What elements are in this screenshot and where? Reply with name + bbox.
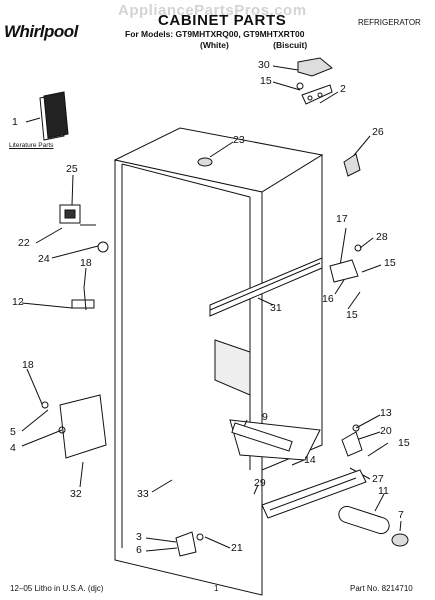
callout-31: 31	[270, 302, 282, 314]
callout-15c: 15	[346, 309, 358, 321]
callout-18a: 18	[80, 257, 92, 269]
callout-7: 7	[398, 509, 404, 521]
callout-32: 32	[70, 488, 82, 500]
front-leg-3	[175, 531, 204, 557]
center-hinge-16	[329, 259, 359, 283]
bottom-bracket-32	[41, 394, 107, 459]
brand-logo: Whirlpool	[4, 22, 78, 41]
callout-28: 28	[376, 231, 388, 243]
callout-9: 9	[262, 411, 268, 423]
callout-26: 26	[372, 126, 384, 138]
hinge-cover-30	[297, 57, 333, 77]
top-hinge-2	[301, 84, 333, 105]
callout-21: 21	[231, 542, 243, 554]
color-white: (White)	[200, 40, 229, 50]
callout-5: 5	[10, 426, 16, 438]
watermark: AppliancePartsPros.com	[118, 2, 307, 19]
callout-27: 27	[372, 473, 384, 485]
leveling-leg-9	[231, 422, 293, 452]
callout-25: 25	[66, 163, 78, 175]
callout-24: 24	[38, 253, 50, 265]
hinge-screw-15	[296, 82, 304, 90]
callout-20: 20	[380, 425, 392, 437]
model-numbers: For Models: GT9MHTXRQ00, GT9MHTXRT00	[125, 29, 305, 39]
callout-29: 29	[254, 477, 266, 489]
callout-15a: 15	[260, 75, 272, 87]
footer-page-number: 1	[214, 584, 219, 593]
callout-18b: 18	[22, 359, 34, 371]
bottom-hinge-20	[341, 431, 363, 457]
callout-22: 22	[18, 237, 30, 249]
cap-7	[391, 533, 409, 547]
model-colors: (White) (Biscuit)	[200, 40, 349, 50]
page-title: CABINET PARTS	[158, 12, 287, 29]
callout-15b: 15	[384, 257, 396, 269]
color-biscuit: (Biscuit)	[273, 40, 308, 50]
hinge-pin-cover-23	[197, 157, 213, 167]
callout-12: 12	[12, 296, 24, 308]
callout-17: 17	[336, 213, 348, 225]
callout-23: 23	[233, 134, 245, 146]
roller-11	[338, 505, 390, 535]
callout-1: 1	[12, 116, 18, 128]
callout-33: 33	[137, 488, 149, 500]
callout-30: 30	[258, 59, 270, 71]
cabinet	[113, 127, 324, 596]
door-stop-12	[71, 287, 95, 311]
category-label: REFRIGERATOR	[358, 18, 421, 27]
toe-grille-27	[261, 469, 367, 519]
handle-mount-25	[59, 204, 96, 226]
callout-4: 4	[10, 442, 16, 454]
callout-14: 14	[304, 454, 316, 466]
callout-2: 2	[340, 83, 346, 95]
literature-booklet	[39, 91, 69, 141]
callout-15d: 15	[398, 437, 410, 449]
callout-13: 13	[380, 407, 392, 419]
callout-16: 16	[322, 293, 334, 305]
callout-3: 3	[136, 531, 142, 543]
washer-28	[354, 244, 362, 252]
washer-24	[97, 241, 109, 253]
washer-13	[352, 424, 360, 432]
footer-litho: 12–05 Litho in U.S.A. (djc)	[10, 584, 104, 593]
literature-parts-label: Literature Parts	[9, 142, 54, 149]
callout-6: 6	[136, 544, 142, 556]
callout-11: 11	[378, 485, 389, 497]
hinge-hole-plug-26	[343, 153, 361, 177]
footer-part-number: Part No. 8214710	[350, 584, 413, 593]
